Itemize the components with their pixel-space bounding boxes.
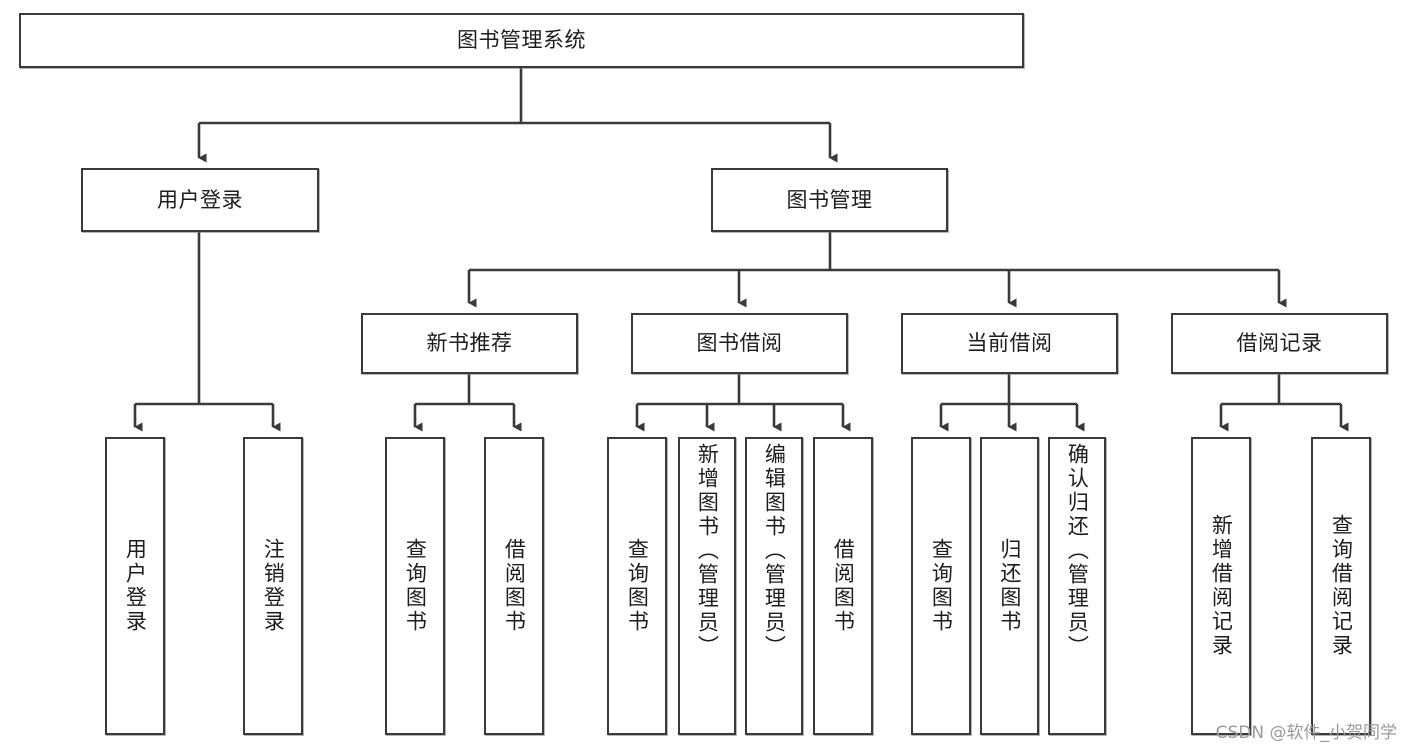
node-book-manage[interactable]: 图书管理 [711, 168, 948, 232]
node-leaf-query-book-1[interactable]: 查询图书 [385, 437, 445, 735]
node-leaf-query-book-3-label: 查询图书 [929, 538, 954, 634]
node-leaf-borrow-book-1-label: 借阅图书 [502, 538, 527, 634]
node-leaf-borrow-book-1[interactable]: 借阅图书 [484, 437, 544, 735]
connector-group-root [197, 68, 838, 163]
node-leaf-edit-book[interactable]: 编辑图书（管理员） [745, 437, 803, 735]
node-leaf-add-record[interactable]: 新增借阅记录 [1191, 437, 1251, 735]
node-current-borrow-label: 当前借阅 [966, 331, 1053, 355]
node-leaf-query-record[interactable]: 查询借阅记录 [1311, 437, 1371, 735]
node-leaf-add-record-label: 新增借阅记录 [1209, 514, 1234, 658]
node-leaf-confirm-return[interactable]: 确认归还（管理员） [1048, 437, 1106, 735]
node-root[interactable]: 图书管理系统 [19, 13, 1024, 68]
node-leaf-user-login[interactable]: 用户登录 [105, 437, 165, 735]
node-leaf-query-book-2[interactable]: 查询图书 [607, 437, 667, 735]
node-leaf-add-book[interactable]: 新增图书（管理员） [678, 437, 736, 735]
node-current-borrow[interactable]: 当前借阅 [901, 313, 1118, 374]
node-leaf-return-book-label: 归还图书 [997, 538, 1022, 634]
connector-group-user-login [133, 232, 281, 432]
node-root-label: 图书管理系统 [457, 28, 586, 52]
node-leaf-logout-login[interactable]: 注销登录 [243, 437, 303, 735]
node-user-login-label: 用户登录 [157, 187, 243, 212]
node-book-manage-label: 图书管理 [786, 187, 873, 212]
node-leaf-query-book-1-label: 查询图书 [403, 538, 428, 634]
node-borrow-record[interactable]: 借阅记录 [1171, 313, 1388, 374]
node-new-book-rec[interactable]: 新书推荐 [361, 313, 578, 374]
node-leaf-query-book-3[interactable]: 查询图书 [911, 437, 971, 735]
node-leaf-logout-login-label: 注销登录 [261, 538, 286, 634]
node-leaf-add-book-label: 新增图书（管理员） [695, 443, 720, 659]
node-new-book-rec-label: 新书推荐 [426, 331, 513, 355]
node-leaf-borrow-book-2-label: 借阅图书 [831, 538, 856, 634]
node-leaf-confirm-return-label: 确认归还（管理员） [1065, 443, 1090, 659]
connector-group-current-borrow [939, 374, 1085, 432]
connector-group-borrow-record [1219, 374, 1349, 432]
node-leaf-user-login-label: 用户登录 [123, 538, 148, 634]
node-leaf-borrow-book-2[interactable]: 借阅图书 [813, 437, 873, 735]
node-borrow-record-label: 借阅记录 [1236, 331, 1323, 355]
node-leaf-return-book[interactable]: 归还图书 [980, 437, 1039, 735]
node-leaf-query-book-2-label: 查询图书 [625, 538, 650, 634]
node-leaf-edit-book-label: 编辑图书（管理员） [762, 443, 787, 659]
connector-group-new-book-rec [413, 374, 522, 432]
node-leaf-query-record-label: 查询借阅记录 [1329, 514, 1354, 658]
node-book-borrow[interactable]: 图书借阅 [631, 313, 848, 374]
connector-group-book-manage [467, 232, 1287, 308]
connector-group-book-borrow [635, 374, 851, 432]
node-book-borrow-label: 图书借阅 [696, 331, 783, 355]
node-user-login[interactable]: 用户登录 [81, 168, 319, 232]
watermark-text: CSDN @软件_小贺同学 [1215, 723, 1397, 743]
